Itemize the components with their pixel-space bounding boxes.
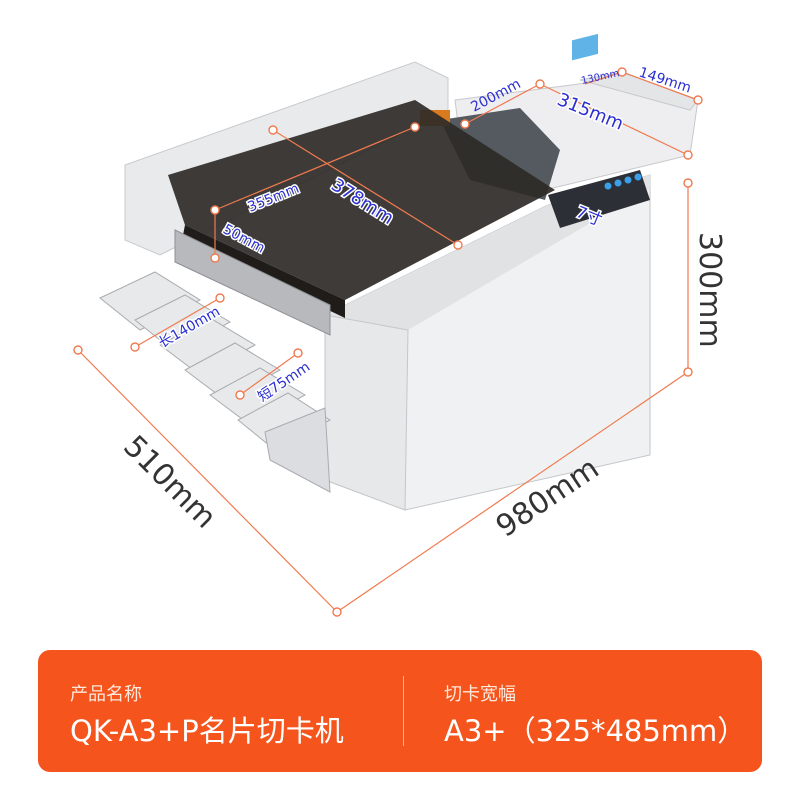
smoked-cover — [168, 100, 555, 300]
output-trays — [99, 271, 331, 493]
dimension-endpoints — [73, 67, 703, 617]
dimension-lines — [77, 71, 699, 613]
control-panel — [548, 170, 650, 228]
product-info-bar: 产品名称 QK-A3+P名片切卡机 切卡宽幅 A3+（325*485mm） — [38, 650, 762, 772]
panel-button — [624, 176, 632, 184]
cut-width-value: A3+（325*485mm） — [444, 714, 747, 748]
product-name-block: 产品名称 QK-A3+P名片切卡机 — [38, 650, 403, 772]
dim-depth: 510mm — [116, 429, 223, 536]
machine-front-face — [324, 314, 409, 511]
product-name-value: QK-A3+P名片切卡机 — [70, 714, 344, 748]
display-screen — [572, 33, 598, 61]
panel-button — [634, 173, 642, 181]
info-divider — [403, 676, 404, 746]
product-illustration: 200mm 130mm 149mm 315mm 300mm 355mm 378m… — [73, 33, 727, 617]
cut-width-label: 切卡宽幅 — [444, 684, 516, 705]
cut-width-block: 切卡宽幅 A3+（325*485mm） — [404, 650, 762, 772]
panel-button — [604, 182, 612, 190]
card-cutter-machine — [99, 33, 699, 511]
product-name-label: 产品名称 — [70, 684, 142, 705]
dim-height: 300mm — [692, 232, 727, 348]
panel-button — [614, 179, 622, 187]
